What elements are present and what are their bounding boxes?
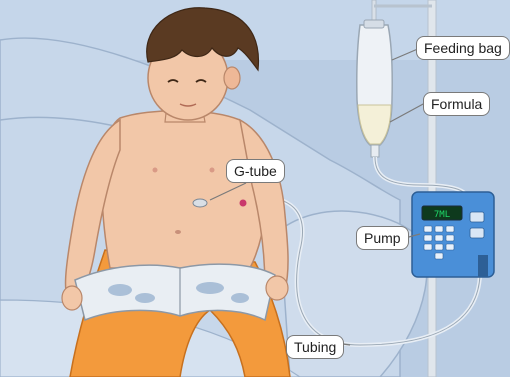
pump-device: 7ML (412, 192, 494, 277)
pump-clamp (478, 255, 488, 277)
pump-display-readout: 7ML (434, 210, 450, 220)
label-tubing: Tubing (286, 335, 344, 359)
pump-side-button-2 (470, 228, 484, 238)
bag-top-clip (364, 20, 384, 28)
drip-chamber (371, 145, 379, 157)
ear (224, 67, 240, 89)
nipple-right (210, 168, 215, 173)
pump-side-button (470, 212, 484, 222)
label-feeding-bag: Feeding bag (416, 36, 510, 60)
book (75, 264, 275, 320)
label-formula: Formula (423, 92, 490, 116)
navel (175, 230, 181, 234)
nipple-left (153, 168, 158, 173)
right-hand (266, 276, 288, 300)
iv-hanger (372, 0, 376, 22)
label-pump: Pump (356, 226, 409, 250)
left-hand (62, 286, 82, 310)
label-g-tube: G-tube (226, 159, 285, 183)
